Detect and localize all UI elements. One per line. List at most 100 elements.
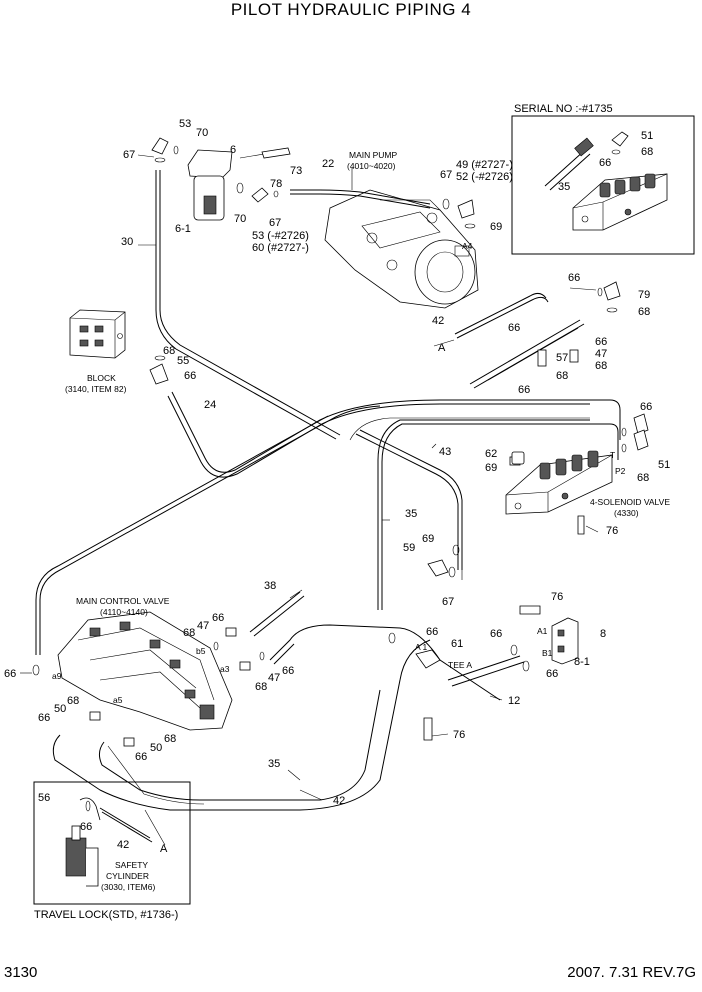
safety-label-2: CYLINDER (106, 871, 149, 881)
callout: 68 (556, 370, 568, 382)
callout: A (160, 843, 168, 855)
valve-block-8 (423, 515, 585, 741)
port-label: b5 (196, 646, 206, 656)
travel-lock-box: TRAVEL LOCK(STD, #1736-) (33, 781, 191, 921)
callout: 68 (637, 472, 649, 484)
revision-date: 2007. 7.31 REV.7G (567, 964, 696, 981)
callout: 68 (164, 733, 176, 745)
callout: 67 (123, 149, 135, 161)
serial-no-label: SERIAL NO :-#1735 (514, 103, 613, 115)
callout: 66 (599, 157, 611, 169)
callout: 35 (558, 181, 570, 193)
callout: 69 (422, 533, 434, 545)
callout: 67 (269, 217, 281, 229)
callout: 76 (551, 591, 563, 603)
mcv-label-1: MAIN CONTROL VALVE (76, 596, 170, 606)
tee-fitting (415, 649, 441, 669)
callout: 50 (54, 703, 66, 715)
callout: 12 (508, 695, 520, 707)
port-label: a3 (220, 664, 230, 674)
callout: 66 (490, 628, 502, 640)
callout: 51 (658, 459, 670, 471)
callout: 35 (405, 508, 417, 520)
callout: 38 (264, 580, 276, 592)
callout: 8 (600, 628, 606, 640)
callout: 70 (234, 213, 246, 225)
main-control-valve (57, 611, 233, 731)
hoses (35, 170, 621, 846)
callout: 56 (38, 792, 50, 804)
callout: 53 (-#2726) (252, 230, 309, 242)
block-label-2: (3140, ITEM 82) (65, 384, 127, 394)
callout: 47 (268, 672, 280, 684)
callout: 66 (595, 336, 607, 348)
callout: 53 (179, 118, 191, 130)
callout: 68 (67, 695, 79, 707)
port-label: T (610, 450, 615, 460)
callout: 52 (-#2726) (456, 171, 513, 183)
tee-label: TEE A (448, 660, 472, 670)
callout: 55 (177, 355, 189, 367)
callout: 79 (638, 289, 650, 301)
callout: 68 (183, 627, 195, 639)
fitting-62 (511, 451, 525, 465)
callout: 76 (453, 729, 465, 741)
port-label: A 1 (415, 642, 428, 652)
callout: 35 (268, 758, 280, 770)
solenoid-label-2: (4330) (614, 508, 639, 518)
callout: 42 (333, 795, 345, 807)
callout: 66 (4, 668, 16, 680)
callout: 66 (508, 322, 520, 334)
block-label-1: BLOCK (87, 373, 116, 383)
callout: 57 (556, 352, 568, 364)
callout: 66 (546, 668, 558, 680)
callout: 67 (440, 169, 452, 181)
callout: 66 (80, 821, 92, 833)
callout: 66 (184, 370, 196, 382)
callout: 22 (322, 158, 334, 170)
callout: 68 (638, 306, 650, 318)
main-pump (324, 189, 479, 309)
port-labels: A4 T P2 a9 b5 a3 a5 A1 B1 A 1 (52, 241, 626, 705)
callout: 68 (595, 360, 607, 372)
callout: 66 (38, 712, 50, 724)
callout: 8-1 (574, 656, 590, 668)
block (69, 309, 126, 359)
callout: 67 (442, 596, 454, 608)
callout: 66 (135, 751, 147, 763)
port-label: A4 (462, 241, 473, 251)
travel-lock-label: TRAVEL LOCK(STD, #1736-) (34, 909, 178, 921)
callout: 73 (290, 165, 302, 177)
callout: 66 (518, 384, 530, 396)
mcv-label-2: (4110~4140) (100, 607, 148, 617)
callout: A (438, 342, 446, 354)
safety-label-1: SAFETY (115, 860, 148, 870)
fittings (32, 137, 649, 747)
safety-label-3: (3030, ITEM6) (101, 882, 155, 892)
callout: 51 (641, 130, 653, 142)
main-pump-label-1: MAIN PUMP (349, 150, 398, 160)
port-label: a9 (52, 671, 62, 681)
callout: 42 (117, 839, 129, 851)
callout: 69 (485, 462, 497, 474)
callout: 76 (606, 525, 618, 537)
callout: 62 (485, 448, 497, 460)
callout: 59 (403, 542, 415, 554)
callout: 6-1 (175, 223, 191, 235)
page-title: PILOT HYDRAULIC PIPING 4 (230, 0, 472, 19)
leader-lines (20, 154, 599, 801)
main-pump-label-2: (4010~4020) (347, 161, 396, 171)
callout: 47 (595, 348, 607, 360)
callout: 60 (#2727-) (252, 242, 309, 254)
callout: 24 (204, 399, 216, 411)
callouts: 53 70 67 6 73 78 70 67 53 (-#2726) 60 (#… (4, 118, 670, 855)
port-label: a5 (113, 695, 123, 705)
callout: 30 (121, 236, 133, 248)
callout: 78 (270, 178, 282, 190)
callout: 47 (197, 620, 209, 632)
callout: 68 (641, 146, 653, 158)
port-label: A1 (537, 626, 548, 636)
callout: 50 (150, 742, 162, 754)
callout: 66 (426, 626, 438, 638)
